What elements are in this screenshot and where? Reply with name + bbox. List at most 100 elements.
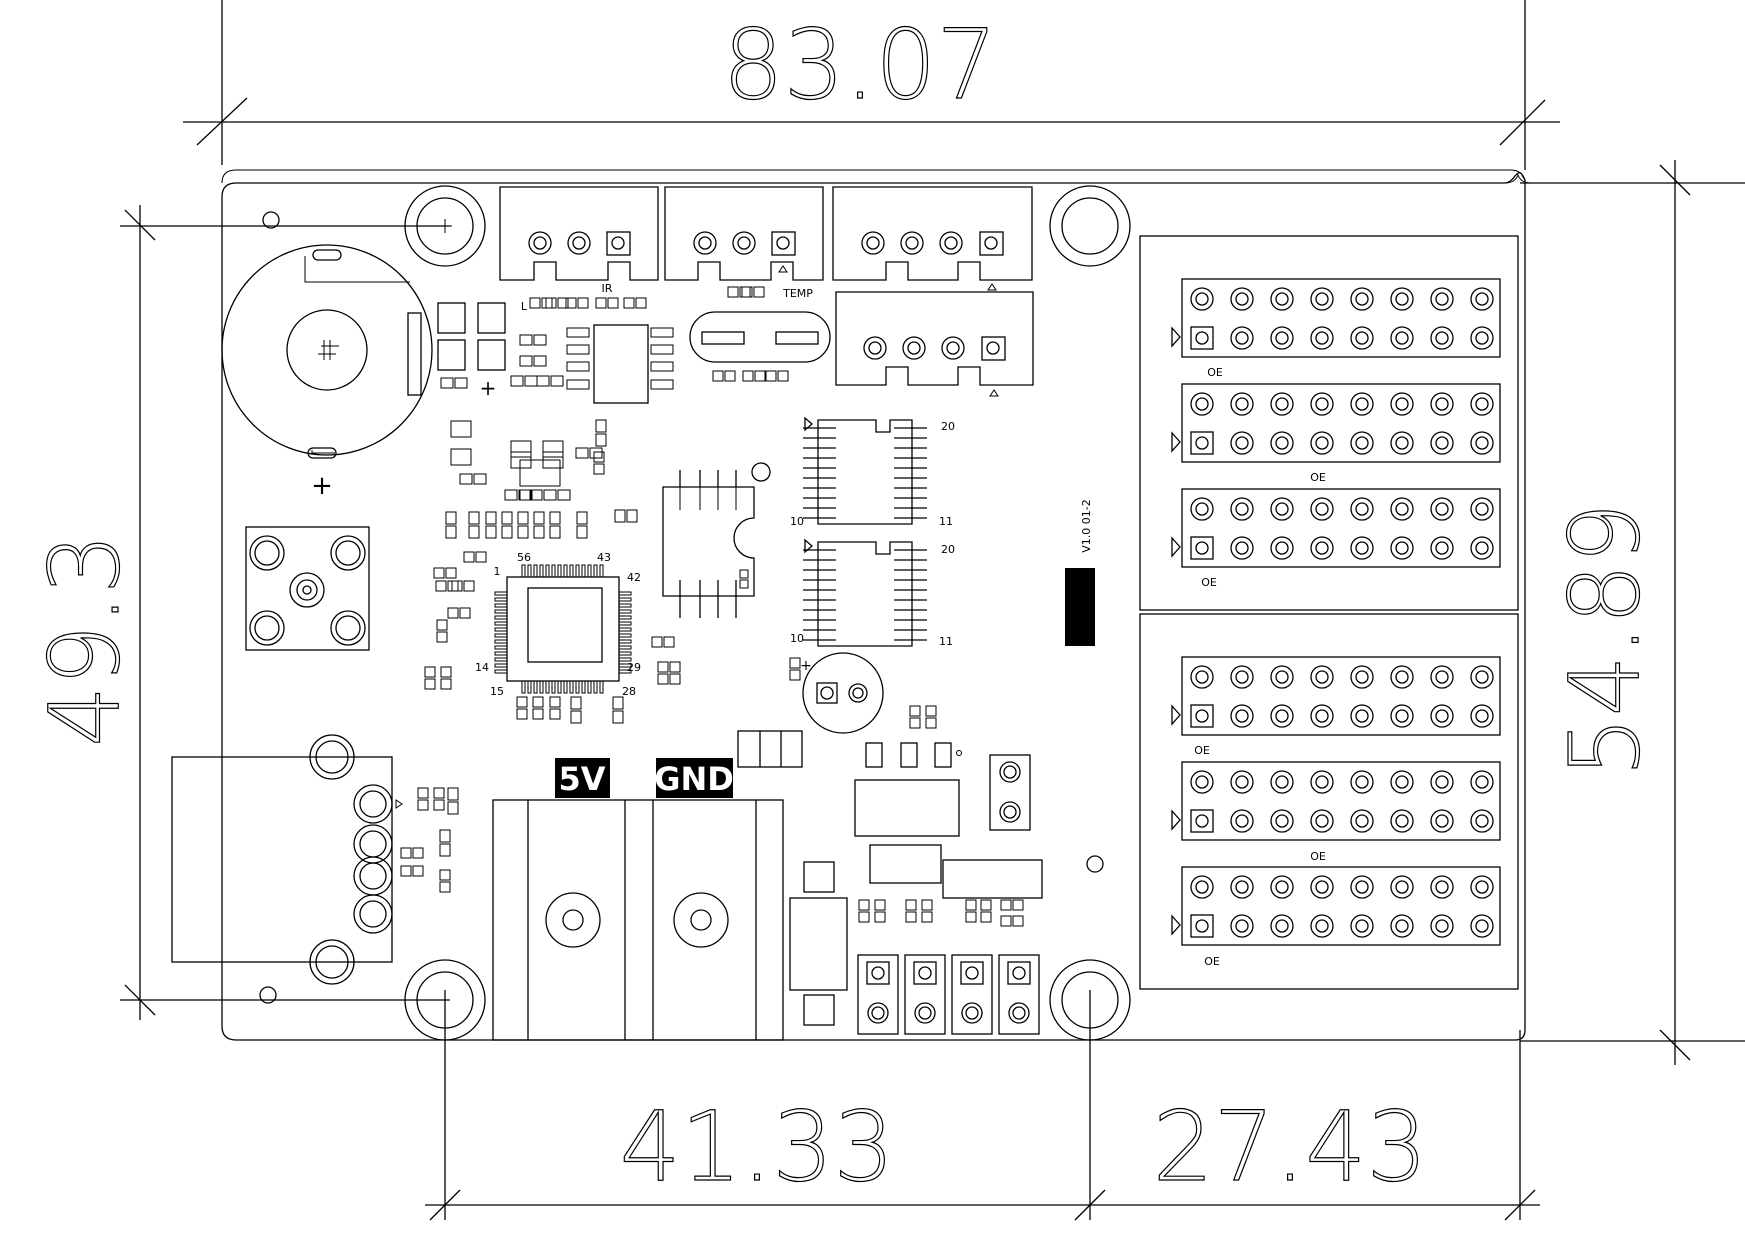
smd-pad <box>965 911 977 923</box>
buffer2-pin-11: 11 <box>939 635 953 648</box>
regulator-pin <box>650 344 674 355</box>
hub-pin-hole <box>1275 397 1289 411</box>
hub-pin-hole <box>1275 919 1289 933</box>
hub-pin <box>1310 770 1334 794</box>
mcu-pin <box>618 615 632 620</box>
hub-pin-hole <box>1395 502 1409 516</box>
hub-headers <box>1171 278 1501 946</box>
hub-pin <box>1390 809 1414 833</box>
hub-pin <box>1350 392 1374 416</box>
diode-pad <box>450 448 472 466</box>
hub-pin <box>1470 704 1494 728</box>
hub-pin-hole <box>1275 502 1289 516</box>
hub-pin <box>1230 914 1254 938</box>
hub-pin <box>1270 392 1294 416</box>
power-label-5v: 5V <box>555 758 610 798</box>
jumper-header-1 <box>857 954 899 1035</box>
mcu-pin <box>494 651 508 656</box>
hub-pin-hole <box>1235 502 1249 516</box>
smd-pad <box>463 580 475 592</box>
hub-pin <box>1470 326 1494 350</box>
hub-oe-label-5: OE <box>1310 850 1326 863</box>
smd-pad <box>980 911 992 923</box>
smd-pad <box>576 511 588 525</box>
hub-pin <box>1430 497 1454 521</box>
hub-pin-hole <box>1355 292 1369 306</box>
smd-pad <box>651 636 663 648</box>
smd-pad <box>516 696 528 708</box>
hub-pin <box>1270 704 1294 728</box>
hub-pin <box>1270 665 1294 689</box>
mcu-pin <box>563 564 568 578</box>
mcu-pin <box>521 680 526 694</box>
smd-pad <box>874 899 886 911</box>
smd-pad <box>463 551 475 563</box>
hub-pin <box>1190 770 1214 794</box>
buffer-chips <box>803 416 927 647</box>
jumper-pin-1 <box>913 961 937 985</box>
battery-holder <box>221 244 433 459</box>
smd-pad <box>439 869 451 881</box>
smd-pad <box>501 525 513 539</box>
hub-pin <box>1310 497 1334 521</box>
mcu-pin-1: 1 <box>494 565 501 578</box>
hub-pin <box>1390 536 1414 560</box>
smd-pad <box>789 669 801 681</box>
hub-pin <box>1350 497 1374 521</box>
hub-pin-hole <box>1355 436 1369 450</box>
hub-pin <box>1470 665 1494 689</box>
hub-panels <box>1139 235 1519 990</box>
hub-pin-hole <box>1315 919 1329 933</box>
hub-pin1-marker <box>1171 809 1181 831</box>
smd-pad <box>545 297 557 309</box>
smd-pad <box>459 607 471 619</box>
smd-pad <box>607 297 619 309</box>
hub-pin-hole <box>1195 436 1209 450</box>
hub-pin <box>1270 809 1294 833</box>
smd-pad <box>1012 899 1024 911</box>
hub-pin <box>1310 431 1334 455</box>
mcu-pin <box>575 680 580 694</box>
mcu-pin <box>494 639 508 644</box>
smd-pad <box>549 696 561 708</box>
mcu-pin <box>618 669 632 674</box>
mcu-pin <box>587 680 592 694</box>
jumper-pin-1 <box>960 961 984 985</box>
smd-pad <box>589 447 603 459</box>
hub-pin <box>1350 665 1374 689</box>
hub-pin <box>1310 287 1334 311</box>
hub-pin-1 <box>1190 431 1214 455</box>
mcu-pin <box>618 639 632 644</box>
hub-pin-1 <box>1190 326 1214 350</box>
hub-pin <box>1470 392 1494 416</box>
hub-pin-hole <box>1315 709 1329 723</box>
smd-pad <box>549 708 561 720</box>
hub-oe-label-3: OE <box>1201 576 1217 589</box>
smd-pad <box>921 899 933 911</box>
hub-pin-hole <box>1395 709 1409 723</box>
hub-pin-hole <box>1195 709 1209 723</box>
hub-pin-hole <box>1195 331 1209 345</box>
hub-pin-hole <box>1355 775 1369 789</box>
jumper-pin <box>961 1002 983 1024</box>
hub-pin-hole <box>1235 331 1249 345</box>
hub-pin <box>1190 287 1214 311</box>
hub-pin-hole <box>1475 709 1489 723</box>
hub-pin <box>1310 809 1334 833</box>
smd-pad <box>510 375 524 387</box>
hub-pin <box>1470 914 1494 938</box>
hub-pin-hole <box>1435 880 1449 894</box>
version-label: V1.0 01-2 <box>1080 499 1093 552</box>
mcu-pin <box>494 615 508 620</box>
hub-pin-hole <box>1395 331 1409 345</box>
hub-pin <box>1470 497 1494 521</box>
mcu-pin <box>551 680 556 694</box>
mcu-pin <box>494 603 508 608</box>
hub-pin <box>1390 704 1414 728</box>
mcu-pin-15: 15 <box>490 685 504 698</box>
hub-oe-label-6: OE <box>1204 955 1220 968</box>
smd-pad <box>485 511 497 525</box>
diode-pad <box>542 440 564 458</box>
hub-pin-hole <box>1475 331 1489 345</box>
smd-pad <box>440 666 452 678</box>
